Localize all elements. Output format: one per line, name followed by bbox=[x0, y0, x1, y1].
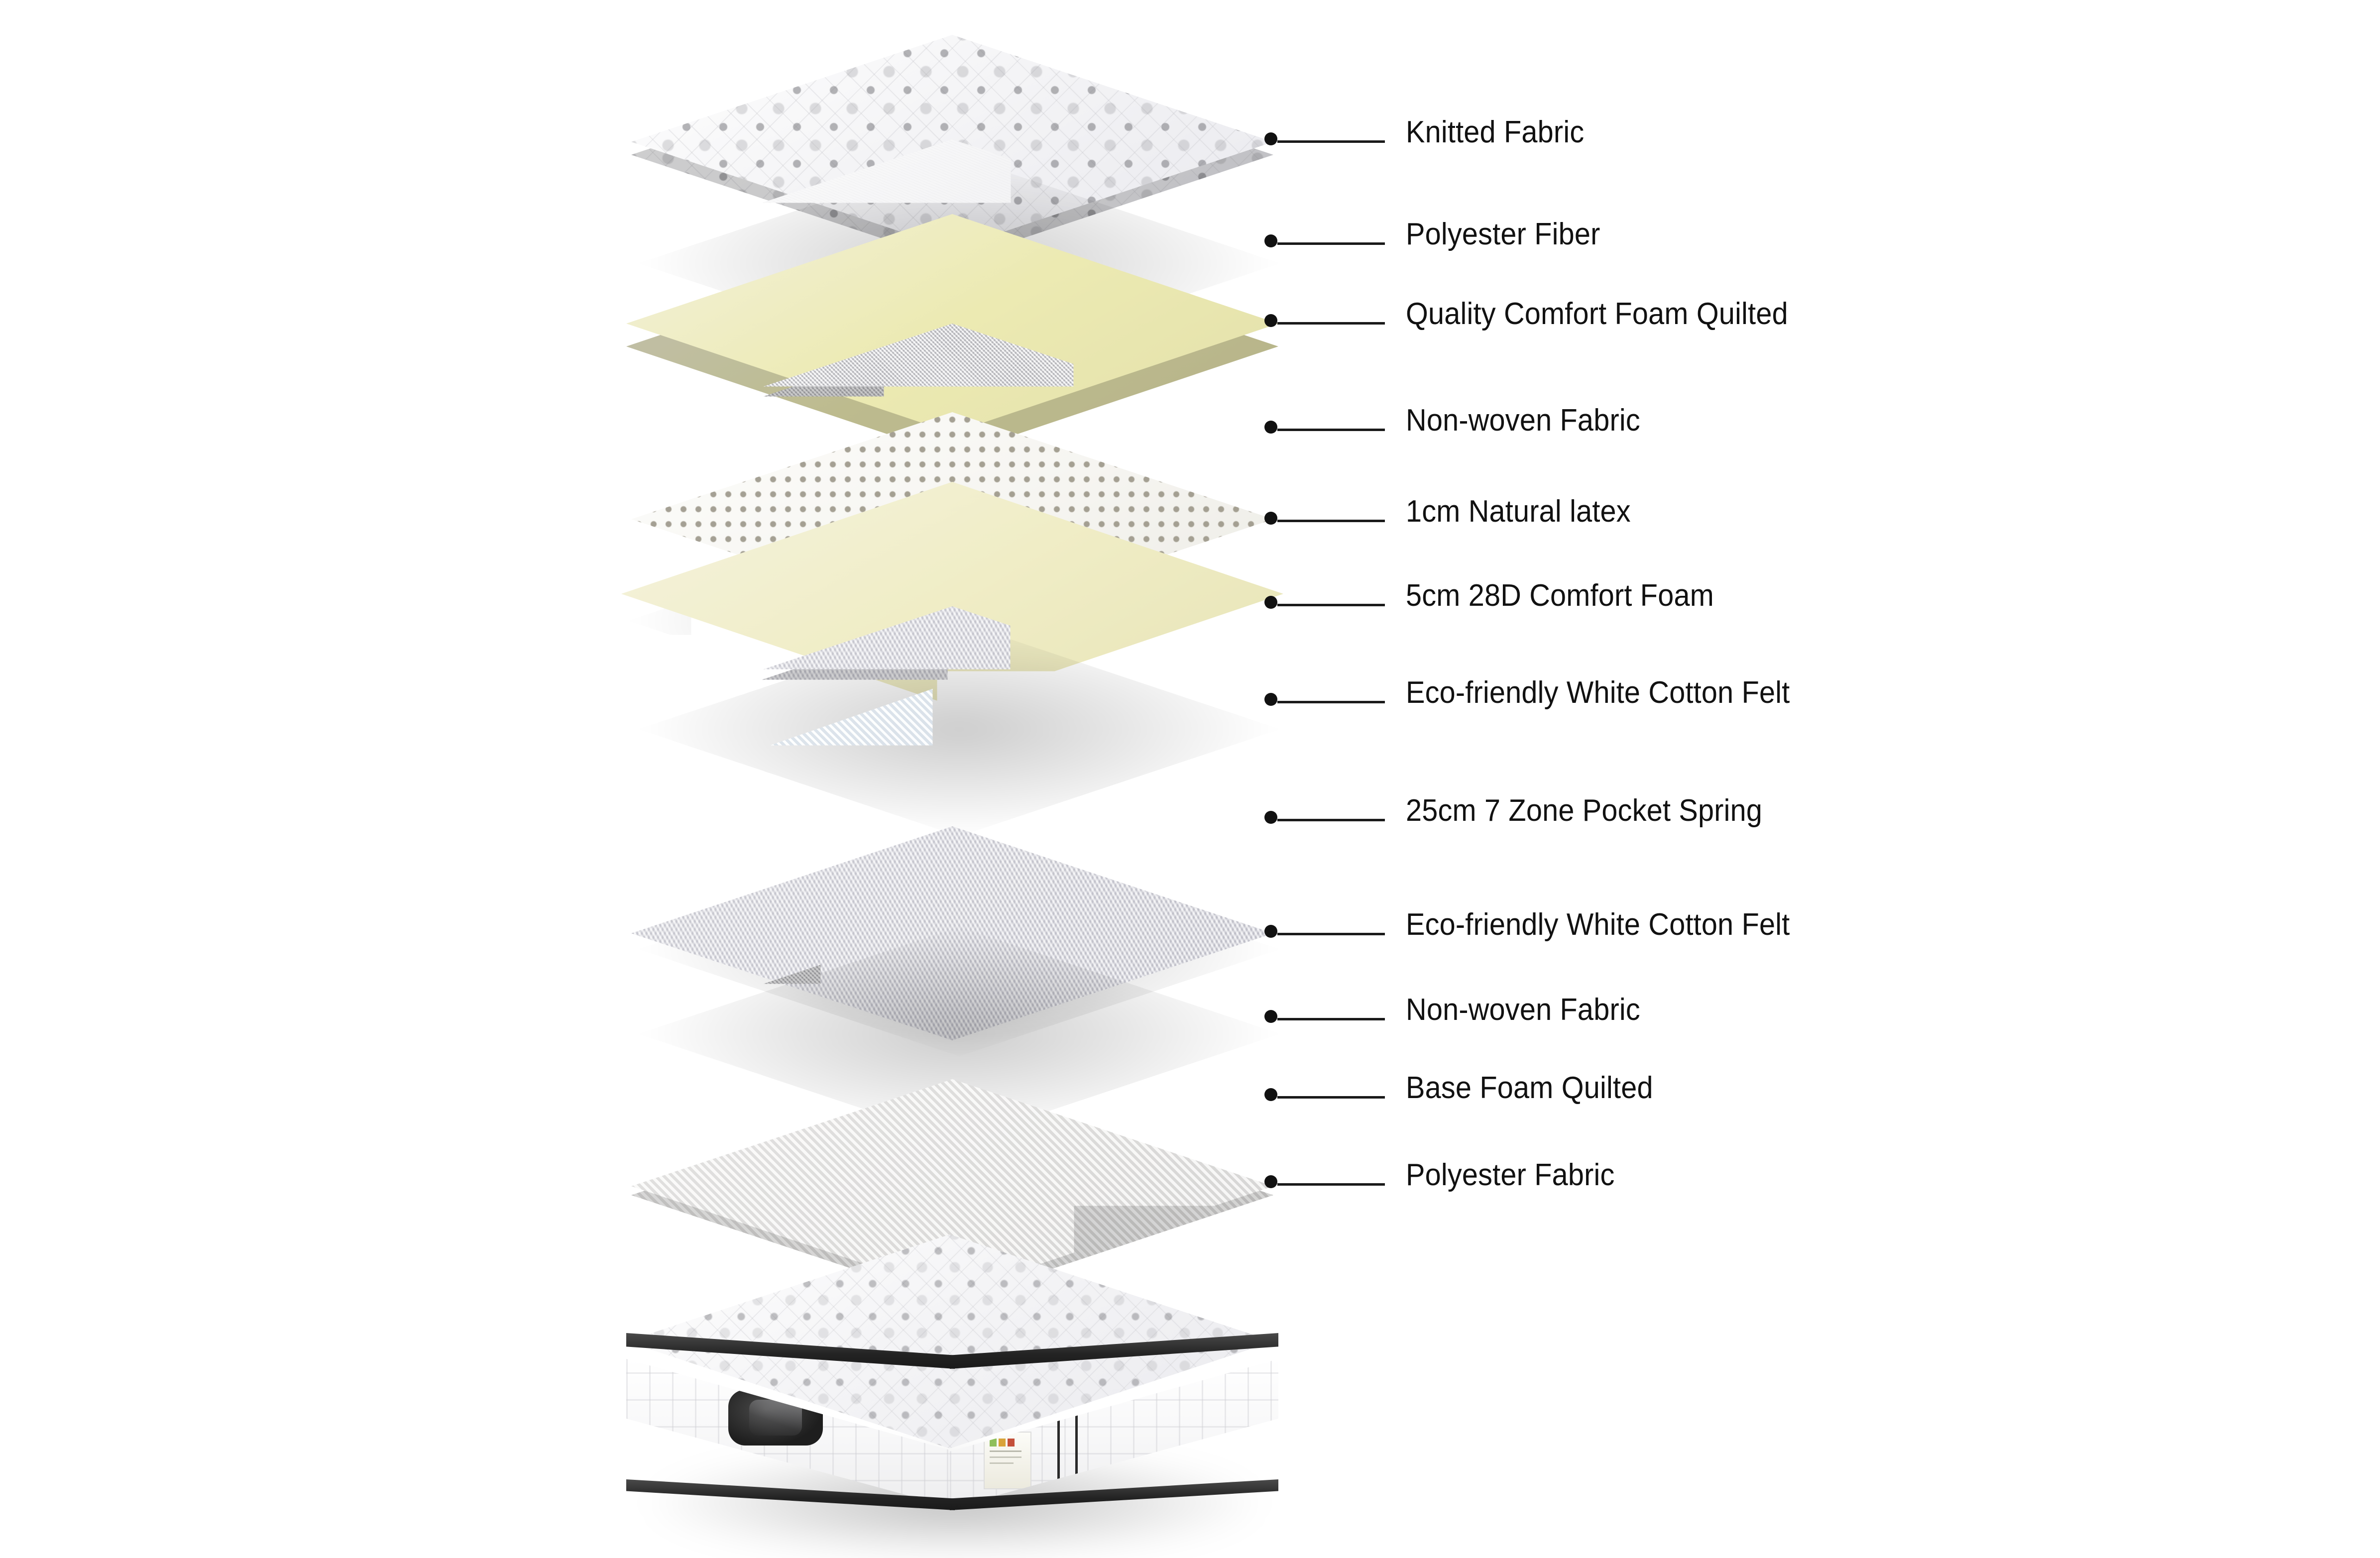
callout-dot-icon bbox=[1264, 925, 1277, 938]
leader-line bbox=[1277, 1018, 1385, 1020]
layer-label-quality-comfort-foam-quilted: Quality Comfort Foam Quilted bbox=[1406, 299, 1788, 330]
callout-dot-icon bbox=[1264, 512, 1277, 525]
callout-dot-icon bbox=[1264, 693, 1277, 706]
layer-label-natural-latex: 1cm Natural latex bbox=[1406, 496, 1631, 527]
finished-mattress bbox=[626, 1234, 1273, 1543]
leader-line bbox=[1277, 242, 1385, 245]
leader-line bbox=[1277, 604, 1385, 606]
callout-dot-icon bbox=[1264, 1175, 1277, 1188]
leader-line bbox=[1277, 819, 1385, 821]
layer-label-cotton-felt-top: Eco-friendly White Cotton Felt bbox=[1406, 677, 1790, 708]
mattress-spec-tag bbox=[984, 1432, 1031, 1489]
leader-line bbox=[1277, 701, 1385, 703]
leader-line bbox=[1277, 520, 1385, 522]
callout-dot-icon bbox=[1264, 811, 1277, 824]
layer-label-non-woven-fabric-top: Non-woven Fabric bbox=[1406, 405, 1640, 436]
callout-dot-icon bbox=[1264, 421, 1277, 434]
leader-line bbox=[1277, 322, 1385, 325]
callout-dot-icon bbox=[1264, 234, 1277, 247]
leader-line bbox=[1277, 1096, 1385, 1099]
callout-dot-icon bbox=[1264, 314, 1277, 327]
callout-dot-icon bbox=[1264, 596, 1277, 609]
layer-label-polyester-fabric: Polyester Fabric bbox=[1406, 1160, 1615, 1191]
callout-dot-icon bbox=[1264, 1088, 1277, 1101]
layer-label-non-woven-fabric-bottom: Non-woven Fabric bbox=[1406, 995, 1640, 1025]
leader-line bbox=[1277, 140, 1385, 143]
layer-label-base-foam-quilted: Base Foam Quilted bbox=[1406, 1073, 1653, 1104]
leader-line bbox=[1277, 429, 1385, 431]
layer-label-polyester-fiber: Polyester Fiber bbox=[1406, 219, 1600, 250]
callout-dot-icon bbox=[1264, 132, 1277, 145]
layer-label-28d-comfort-foam: 5cm 28D Comfort Foam bbox=[1406, 580, 1714, 611]
callout-dot-icon bbox=[1264, 1010, 1277, 1023]
layer-label-knitted-fabric: Knitted Fabric bbox=[1406, 117, 1584, 148]
leader-line bbox=[1277, 933, 1385, 935]
leader-line bbox=[1277, 1183, 1385, 1186]
layer-label-pocket-spring: 25cm 7 Zone Pocket Spring bbox=[1406, 795, 1762, 826]
layer-label-cotton-felt-bottom: Eco-friendly White Cotton Felt bbox=[1406, 909, 1790, 940]
